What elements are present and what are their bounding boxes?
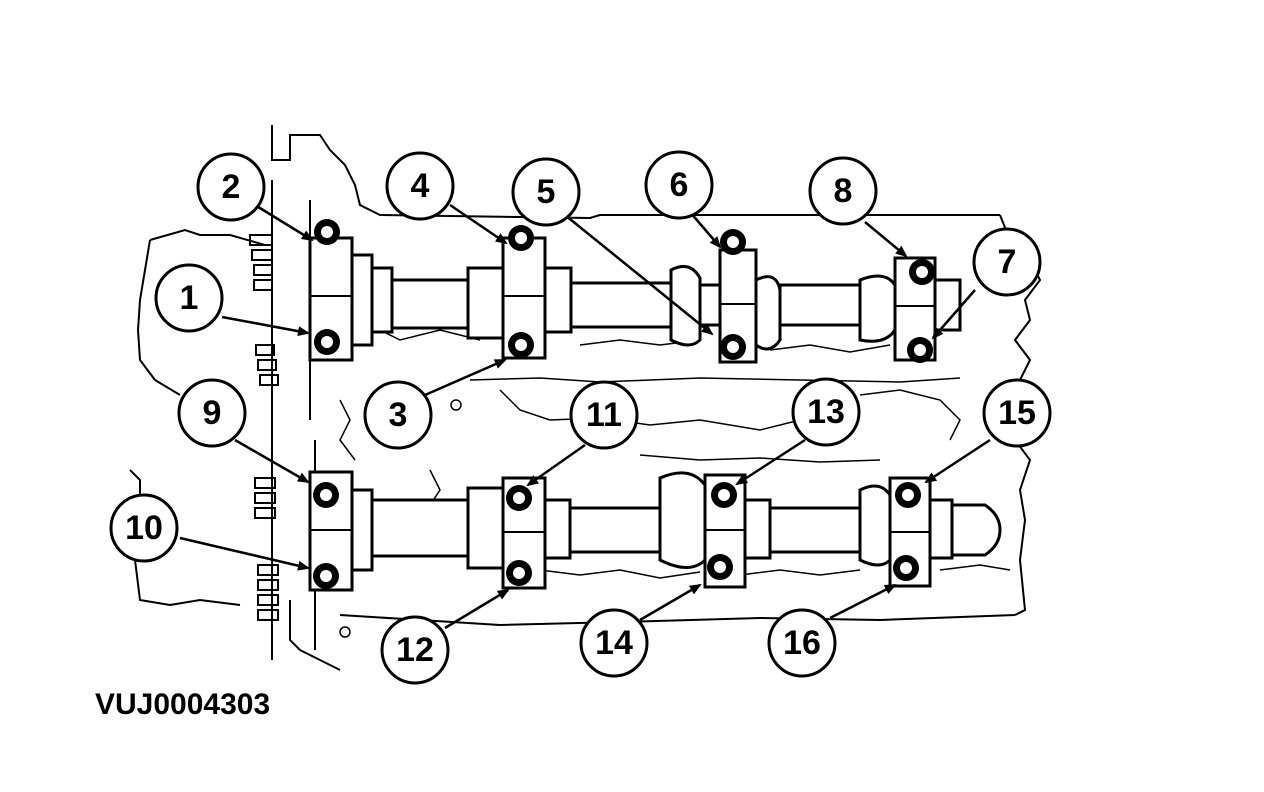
callout-6: 6 bbox=[644, 150, 714, 220]
bearing-cap-bolts bbox=[313, 219, 935, 589]
bolt-2 bbox=[314, 219, 340, 245]
callout-16-label: 16 bbox=[783, 624, 821, 662]
bolt-3 bbox=[508, 332, 534, 358]
callout-13: 13 bbox=[791, 377, 861, 447]
callout-8: 8 bbox=[808, 156, 878, 226]
bolt-15 bbox=[895, 482, 921, 508]
leader-lines bbox=[179, 203, 991, 630]
callouts: 1 2 3 4 5 6 7 8 9 10 11 12 13 14 15 16 bbox=[109, 150, 1052, 685]
callout-2-label: 2 bbox=[222, 168, 241, 206]
bolt-8 bbox=[909, 259, 935, 285]
callout-9-label: 9 bbox=[203, 394, 222, 432]
bolt-16 bbox=[893, 555, 919, 581]
callout-4-label: 4 bbox=[411, 167, 430, 205]
bolt-4 bbox=[508, 225, 534, 251]
lower-cam-gear bbox=[254, 477, 279, 621]
callout-15: 15 bbox=[982, 378, 1052, 448]
bolt-9 bbox=[313, 482, 339, 508]
callout-12: 12 bbox=[380, 615, 450, 685]
callout-10: 10 bbox=[109, 493, 179, 563]
callout-11-label: 11 bbox=[586, 396, 622, 434]
bolt-6 bbox=[720, 229, 746, 255]
callout-7: 7 bbox=[972, 227, 1042, 297]
callout-14: 14 bbox=[579, 608, 649, 678]
callout-1: 1 bbox=[154, 263, 224, 333]
callout-12-label: 12 bbox=[396, 631, 434, 669]
callout-14-label: 14 bbox=[595, 624, 633, 662]
bolt-7 bbox=[907, 337, 933, 363]
callout-7-label: 7 bbox=[998, 243, 1017, 281]
bolt-5 bbox=[720, 334, 746, 360]
upper-cam-gear bbox=[249, 234, 279, 386]
callout-8-label: 8 bbox=[834, 172, 853, 210]
upper-camshaft bbox=[308, 236, 962, 364]
callout-13-label: 13 bbox=[807, 393, 845, 431]
callout-5: 5 bbox=[511, 157, 581, 227]
callout-2: 2 bbox=[196, 152, 266, 222]
callout-3-label: 3 bbox=[389, 396, 408, 434]
bolt-13 bbox=[711, 482, 737, 508]
bolt-12 bbox=[506, 560, 532, 586]
callout-4: 4 bbox=[385, 151, 455, 221]
callout-1-label: 1 bbox=[180, 279, 199, 317]
bolt-10 bbox=[313, 563, 339, 589]
callout-3: 3 bbox=[363, 380, 433, 450]
figure-id-label: VUJ0004303 bbox=[95, 688, 271, 721]
callout-9: 9 bbox=[177, 378, 247, 448]
callout-15-label: 15 bbox=[998, 394, 1036, 432]
bolt-1 bbox=[314, 329, 340, 355]
callout-5-label: 5 bbox=[537, 173, 556, 211]
bolt-14 bbox=[707, 554, 733, 580]
callout-10-label: 10 bbox=[125, 509, 163, 547]
callout-6-label: 6 bbox=[670, 166, 689, 204]
callout-16: 16 bbox=[767, 608, 837, 678]
bolt-11 bbox=[506, 485, 532, 511]
callout-11: 11 bbox=[569, 380, 639, 450]
